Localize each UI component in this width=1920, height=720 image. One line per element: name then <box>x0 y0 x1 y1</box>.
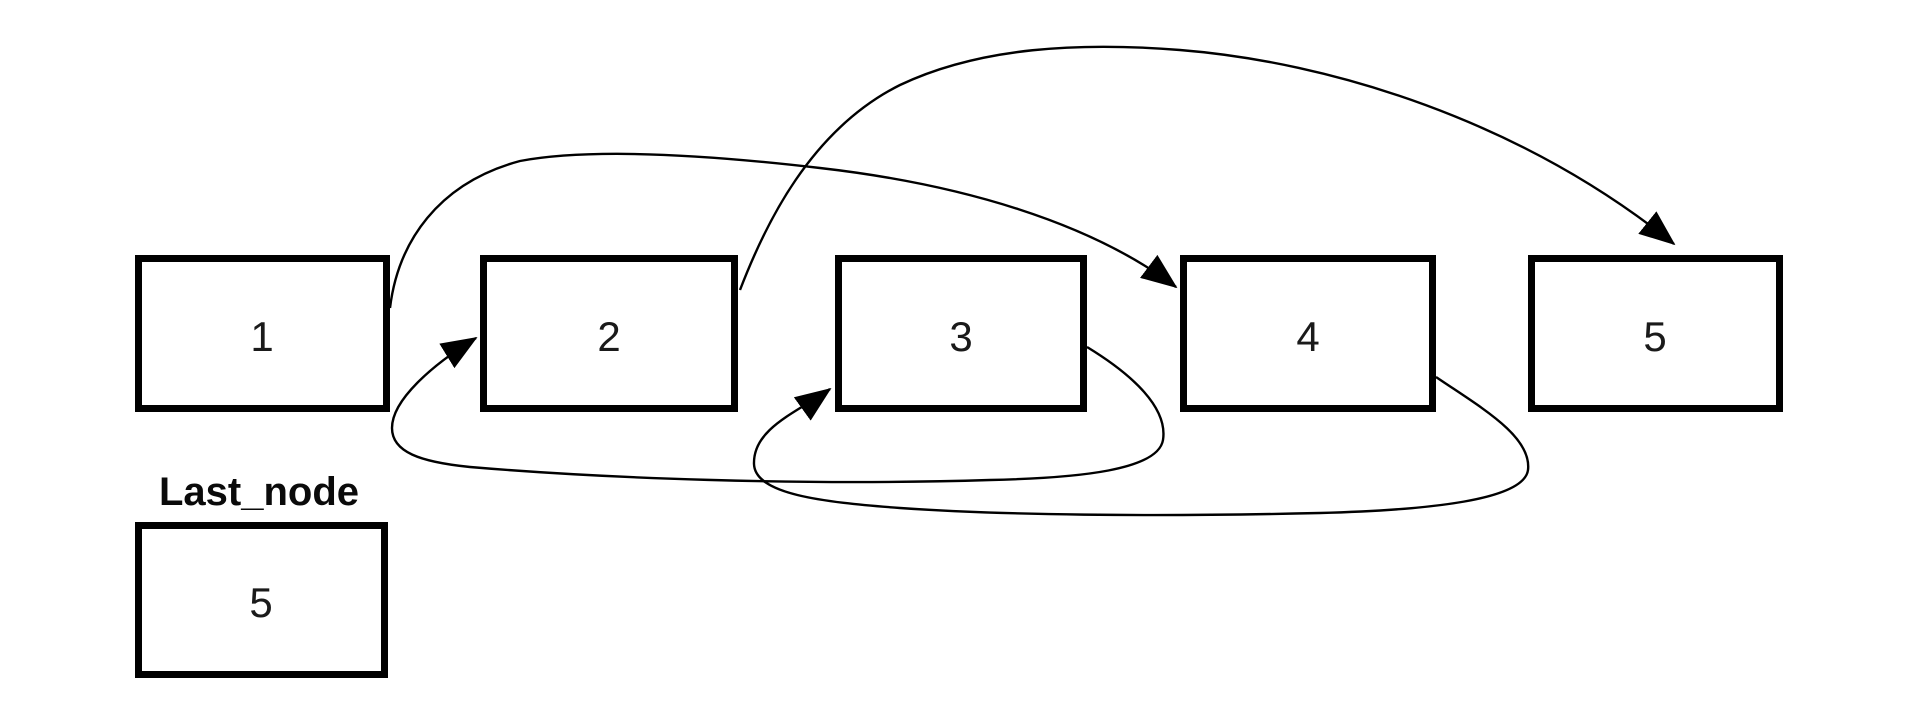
node-5: 5 <box>1528 255 1783 412</box>
node-4-box <box>1180 255 1436 412</box>
last-node-label: Last_node <box>159 470 359 514</box>
node-1-value: 1 <box>250 313 273 360</box>
arrow-3-to-2 <box>390 336 1165 484</box>
node-2-value: 2 <box>597 313 620 360</box>
arrow-1-to-4 <box>388 152 1178 309</box>
node-3-box <box>835 255 1087 412</box>
last-node: Last_node 5 <box>135 470 388 678</box>
node-1-box <box>135 255 390 412</box>
node-4-value: 4 <box>1296 313 1319 360</box>
node-2: 2 <box>480 255 738 412</box>
last-node-value: 5 <box>249 579 272 626</box>
node-3: 3 <box>835 255 1087 412</box>
node-5-box <box>1528 255 1783 412</box>
node-3-value: 3 <box>949 313 972 360</box>
arrow-2-to-5 <box>738 45 1676 291</box>
node-2-box <box>480 255 738 412</box>
node-4: 4 <box>1180 255 1436 412</box>
last-node-box <box>135 522 388 678</box>
arrow-4-to-3 <box>752 376 1530 517</box>
node-1: 1 <box>135 255 390 412</box>
node-5-value: 5 <box>1643 313 1666 360</box>
